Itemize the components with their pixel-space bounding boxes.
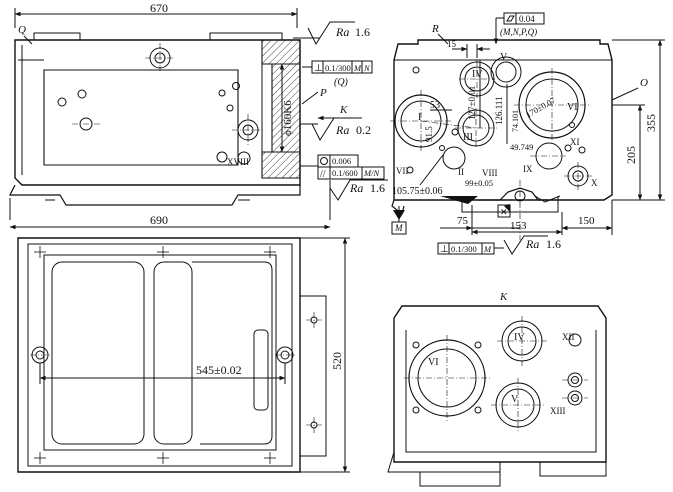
roman-XIII: XIII	[550, 406, 566, 416]
roman-I: I	[418, 112, 421, 123]
dim-127-label: 127±0.01	[467, 86, 477, 120]
svg-text:N: N	[363, 63, 371, 73]
roman-VII: VII	[396, 166, 409, 176]
roman-XI: XI	[570, 137, 580, 147]
phi160-label: ϕ160K6	[282, 100, 294, 136]
roman-IX: IX	[523, 164, 533, 174]
ra-label-2: Ra	[335, 123, 349, 137]
dim-205-label: 205	[624, 146, 638, 164]
roman-IV: IV	[472, 69, 483, 80]
dim-75-label: 75	[457, 215, 469, 227]
dim-126-label: 126.111	[494, 96, 504, 125]
k-view: K VI IV V XII XIII	[387, 291, 607, 487]
dim-690-label: 690	[150, 213, 168, 227]
dim-99-label: 99±0.05	[465, 178, 493, 188]
roman-II: II	[458, 167, 464, 177]
roman-III: III	[463, 132, 473, 143]
top-view: 545±0.02 520	[17, 237, 350, 473]
svg-text:⊥: ⊥	[440, 244, 449, 255]
letter-Q: Q	[18, 24, 26, 36]
ra-label-4: Ra	[525, 237, 539, 251]
dim-153-label: 153	[510, 220, 527, 232]
svg-text:⊥: ⊥	[314, 63, 323, 74]
dim-520-label: 520	[330, 352, 344, 370]
dim-545-label: 545±0.02	[196, 363, 242, 377]
tol-q-paren: (Q)	[334, 77, 349, 88]
tolerance-frame-perp-bottom: ⊥ 0.1/300 M	[437, 242, 504, 255]
letter-M: M	[394, 223, 403, 233]
roman-IV-b: IV	[514, 332, 525, 343]
roman-VI-b: VI	[428, 357, 439, 368]
side-section-view: 670 Q ϕ160K6	[9, 1, 388, 230]
roman-VIII: VIII	[482, 168, 498, 178]
letter-R: R	[431, 23, 439, 35]
roman-XII: XII	[562, 332, 575, 342]
tol-perp-top-value: 0.1/300	[325, 63, 351, 73]
tolerance-frame-perp-top: ⊥ 0.1/300 M N (Q)	[302, 60, 373, 88]
ra-label-1: Ra	[335, 25, 349, 39]
tol-flat-value: 0.04	[519, 14, 535, 24]
roman-V: V	[500, 52, 508, 63]
ra-value-2: 0.2	[356, 123, 371, 137]
dim-53-label: 53	[430, 100, 440, 111]
ra-value-1: 1.6	[355, 25, 370, 39]
tol-round-value: 0.006	[332, 156, 351, 166]
dim-10575-label: 105.75±0.06	[392, 186, 443, 197]
tol-parallel-ref: M/N	[363, 168, 380, 178]
roman-V-b: V	[511, 394, 519, 405]
dim-355-label: 355	[644, 114, 658, 132]
roman-XVIII: XVIII	[227, 157, 249, 167]
svg-text://: //	[320, 169, 326, 180]
ra-label-3: Ra	[349, 181, 363, 195]
ra-value-3: 1.6	[370, 181, 385, 195]
tol-perp-bottom-ref: M	[483, 244, 492, 254]
ra-value-4: 1.6	[546, 237, 561, 251]
tolerance-frame-round-parallel: // 0.006 0.1/600 M/N	[300, 154, 385, 180]
svg-text:M: M	[353, 63, 362, 73]
letter-K-view: K	[499, 291, 508, 303]
tol-flat-refs: (M,N,P,Q)	[500, 27, 537, 37]
letter-K: K	[339, 104, 348, 116]
tol-parallel-value: 0.1/600	[332, 168, 358, 178]
dim-91-label: 91.5	[424, 126, 434, 142]
tol-perp-bottom-value: 0.1/300	[451, 244, 477, 254]
dim-49-label: 49.749	[510, 142, 533, 152]
dim-670-label: 670	[150, 1, 168, 15]
letter-P: P	[319, 87, 327, 99]
front-view: 0.04 (M,N,P,Q) R 15	[390, 12, 665, 255]
roman-X: X	[591, 178, 598, 188]
letter-O: O	[640, 77, 648, 89]
dim-74-label: 74.101	[511, 110, 520, 132]
dim-150-label: 150	[578, 215, 595, 227]
dim-15-label: 15	[447, 39, 457, 49]
svg-text:✕: ✕	[500, 207, 508, 217]
roman-VI: VI	[567, 102, 578, 113]
